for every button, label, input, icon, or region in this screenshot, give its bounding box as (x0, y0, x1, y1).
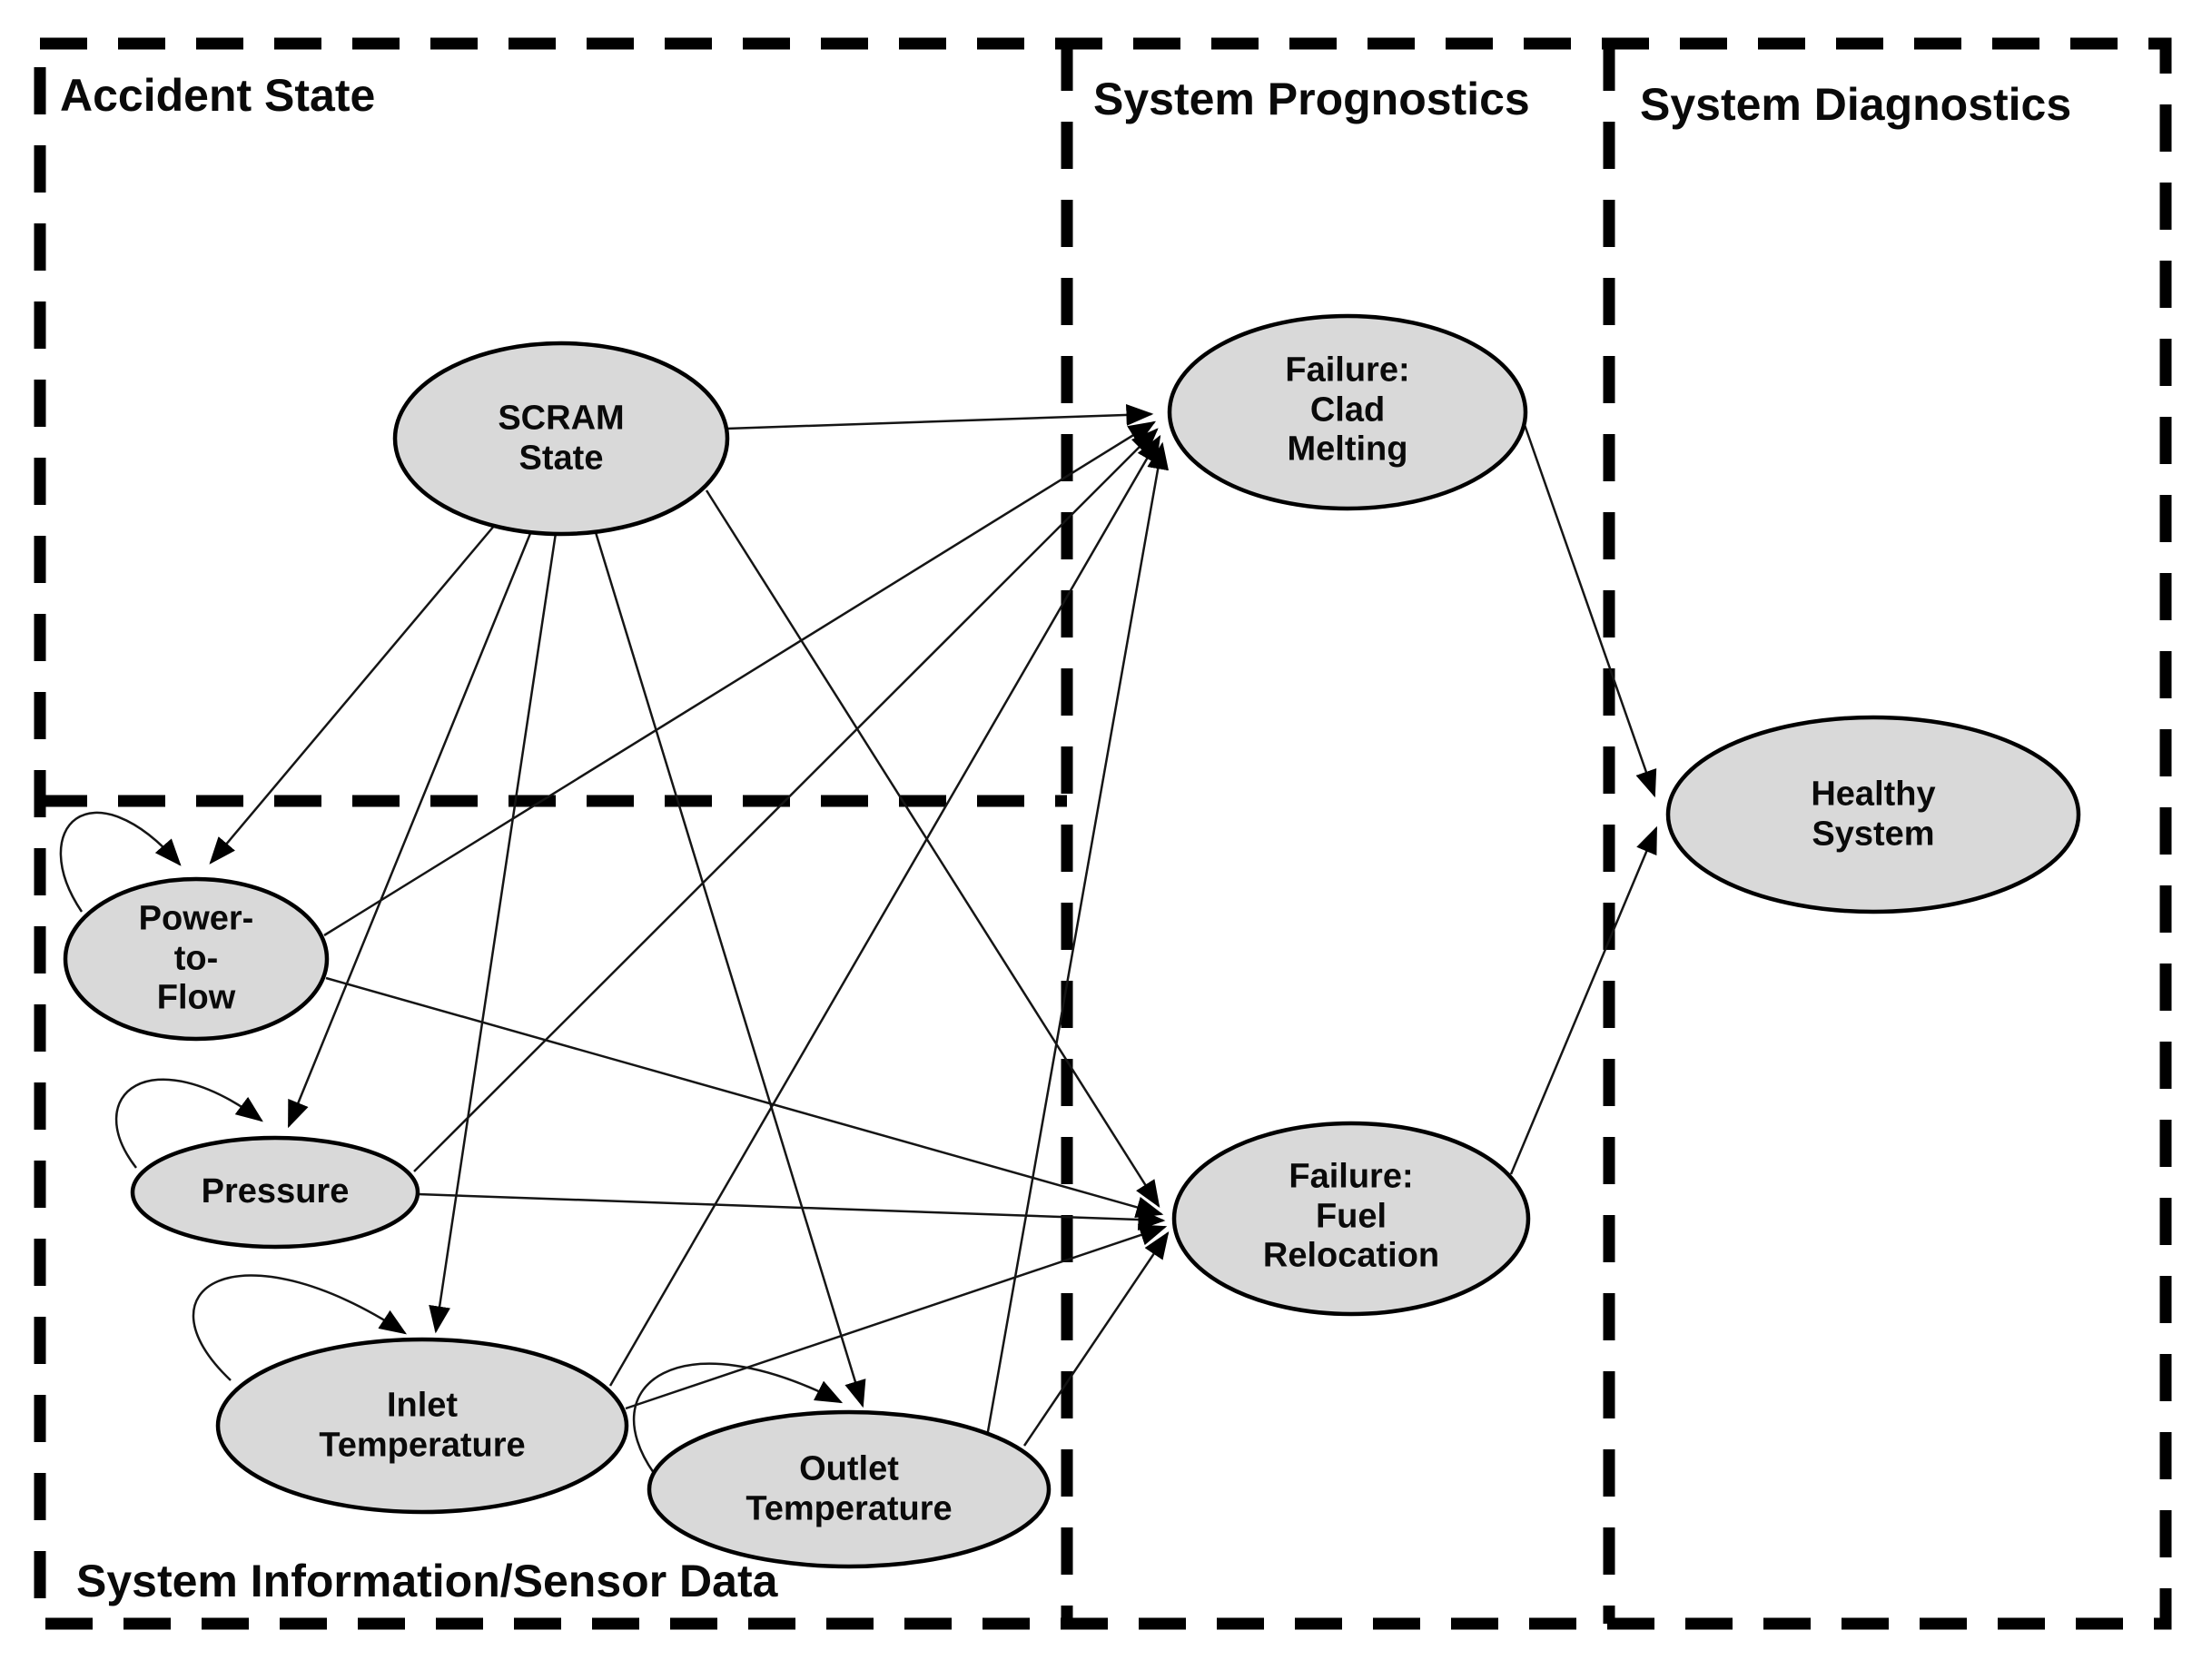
edge-scram-to-pressure (287, 530, 533, 1129)
node-inlet-temperature-ellipse (215, 1337, 629, 1515)
edge-power-to-flow-to-fuel-relocation (325, 976, 1164, 1219)
node-label-failure-fuel-relocation: Failure: Fuel Relocation (1262, 1157, 1440, 1275)
region-label-accident-state: Accident State (60, 70, 376, 121)
node-label-scram-state: SCRAM State (498, 399, 625, 477)
edge-group (59, 403, 1658, 1474)
node-pressure-ellipse (130, 1135, 420, 1250)
edge-pressure-to-fuel-relocation (417, 1192, 1166, 1231)
edge-power-to-flow-to-clad-melting (323, 420, 1157, 937)
self-loop-pressure (114, 1078, 263, 1169)
node-label-pressure: Pressure (201, 1172, 350, 1211)
node-label-inlet-temperature: Inlet Temperature (319, 1386, 526, 1464)
node-label-outlet-temperature: Outlet Temperature (746, 1449, 953, 1527)
edge-clad-melting-to-healthy-system (1522, 421, 1657, 798)
edge-fuel-relocation-to-healthy-system (1509, 825, 1658, 1175)
node-failure-fuel-relocation-ellipse (1171, 1121, 1531, 1317)
edge-scram-to-outlet-temperature (593, 529, 866, 1408)
region-label-system-prognostics: System Prognostics (1093, 74, 1530, 124)
edge-scram-to-power-to-flow (209, 524, 496, 865)
edge-pressure-to-clad-melting (413, 428, 1159, 1172)
edge-scram-to-fuel-relocation (705, 489, 1160, 1209)
node-failure-clad-melting-ellipse (1167, 313, 1528, 511)
region-label-system-information-sensor-data: System Information/Sensor Data (76, 1556, 778, 1606)
node-power-to-flow-ellipse (63, 876, 330, 1042)
outer-region-border (34, 37, 2172, 1630)
edge-scram-to-clad-melting (726, 403, 1154, 430)
region-label-system-diagnostics: System Diagnostics (1640, 79, 2072, 130)
node-label-failure-clad-melting: Failure: Clad Melting (1285, 351, 1410, 469)
edge-inlet-temperature-to-fuel-relocation (625, 1224, 1168, 1410)
self-loop-inlet-temperature (192, 1274, 408, 1381)
node-scram-state-ellipse (392, 341, 730, 537)
edge-scram-to-inlet-temperature (429, 532, 558, 1334)
edge-outlet-temperature-to-clad-melting (985, 441, 1170, 1438)
node-label-power-to-flow: Power- to- Flow (138, 899, 254, 1017)
edge-inlet-temperature-to-clad-melting (608, 434, 1161, 1387)
node-label-healthy-system: Healthy System (1811, 775, 1936, 853)
edge-outlet-temperature-to-fuel-relocation (1022, 1231, 1170, 1447)
self-loop-outlet-temperature (632, 1362, 844, 1474)
node-group (63, 313, 2081, 1569)
node-healthy-system-ellipse (1665, 715, 2081, 914)
node-outlet-temperature-ellipse (647, 1409, 1052, 1569)
self-loop-power-to-flow (59, 811, 182, 913)
